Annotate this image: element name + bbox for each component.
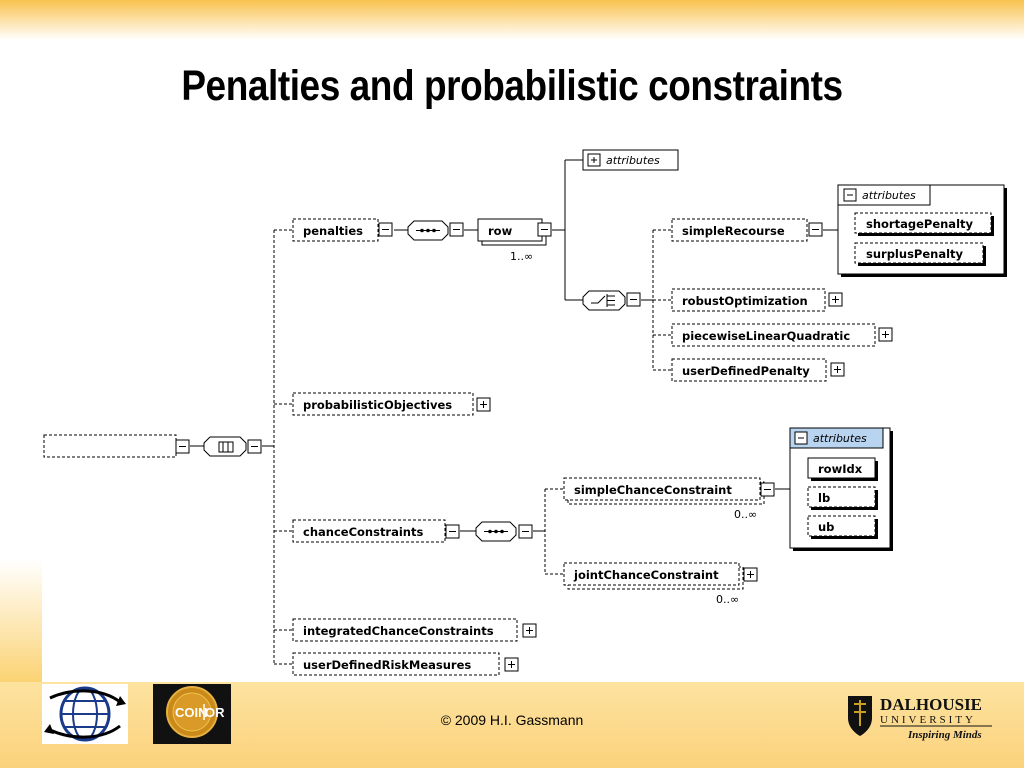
slide-title: Penalties and probabilistic constraints (181, 62, 843, 110)
top-banner (0, 0, 1024, 40)
node-chanceconstraints-label: chanceConstraints (303, 525, 423, 539)
dalhousie-name: DALHOUSIE (880, 695, 982, 714)
attr-lb: lb (818, 491, 830, 505)
node-piecewiselinearquadratic: piecewiseLinearQuadratic (671, 323, 893, 347)
node-integratedchanceconstraints: integratedChanceConstraints (292, 618, 537, 642)
chance-attributes-panel: attributes rowIdx lb ub (789, 427, 893, 551)
left-fade-decoration (0, 560, 42, 690)
node-penalties: penalties (292, 218, 393, 242)
node-penalties-label: penalties (303, 224, 363, 238)
node-jointchanceconstraint-label: jointChanceConstraint (573, 568, 719, 582)
node-userdefinedriskmeasures-label: userDefinedRiskMeasures (303, 658, 471, 672)
connector-lines (190, 159, 838, 665)
node-probabilisticobjectives: probabilisticObjectives (292, 392, 491, 416)
node-piecewiselinearquadratic-label: piecewiseLinearQuadratic (682, 329, 850, 343)
coin-or-logo: COIN OR (153, 684, 231, 744)
dalhousie-logo: DALHOUSIE UNIVERSITY Inspiring Minds (846, 692, 996, 742)
penalties-sequence-compositor (407, 220, 464, 241)
node-userdefinedpenalty-label: userDefinedPenalty (682, 364, 810, 378)
root-all-compositor (203, 436, 262, 457)
row-attributes-box: attributes (582, 149, 679, 171)
node-robustoptimization-label: robustOptimization (682, 294, 808, 308)
row-attributes-label: attributes (606, 154, 660, 167)
attr-shortagepenalty: shortagePenalty (866, 217, 974, 231)
node-row: row 1..∞ (477, 218, 552, 263)
node-userdefinedriskmeasures: userDefinedRiskMeasures (292, 652, 519, 676)
node-simplerecourse-label: simpleRecourse (682, 224, 785, 238)
coin-logo-left: COIN (175, 705, 208, 720)
node-probabilisticobjectives-label: probabilisticObjectives (303, 398, 452, 412)
chance-attributes-header: attributes (813, 432, 867, 445)
node-integratedchanceconstraints-label: integratedChanceConstraints (303, 624, 494, 638)
jointchance-multiplicity: 0..∞ (716, 593, 739, 606)
dalhousie-tagline: Inspiring Minds (907, 729, 982, 741)
node-simplechanceconstraint-label: simpleChanceConstraint (574, 483, 732, 497)
node-chanceconstraints: chanceConstraints (292, 519, 460, 543)
penalty-choice-compositor (582, 290, 641, 311)
chance-sequence-compositor (475, 521, 533, 542)
attr-surpluspenalty: surplusPenalty (866, 247, 964, 261)
node-jointchanceconstraint: jointChanceConstraint 0..∞ (563, 562, 758, 606)
recourse-attributes-panel: attributes shortagePenalty surplusPenalt… (837, 184, 1007, 277)
coin-logo-right: OR (205, 705, 225, 720)
copyright-text: © 2009 H.I. Gassmann (440, 712, 584, 728)
dalhousie-university: UNIVERSITY (880, 714, 976, 726)
node-row-label: row (488, 224, 513, 238)
attr-rowidx: rowIdx (818, 462, 863, 476)
attr-ub: ub (818, 520, 834, 534)
simplechance-multiplicity: 0..∞ (734, 508, 757, 521)
node-simplerecourse: simpleRecourse (671, 218, 823, 242)
node-userdefinedpenalty: userDefinedPenalty (671, 358, 845, 382)
recourse-attributes-header: attributes (862, 189, 916, 202)
row-multiplicity: 1..∞ (510, 250, 533, 263)
stochastic-programming-logo (42, 684, 128, 744)
node-softconstraints (43, 434, 190, 458)
node-robustoptimization: robustOptimization (671, 288, 843, 312)
node-simplechanceconstraint: simpleChanceConstraint 0..∞ (563, 477, 775, 521)
